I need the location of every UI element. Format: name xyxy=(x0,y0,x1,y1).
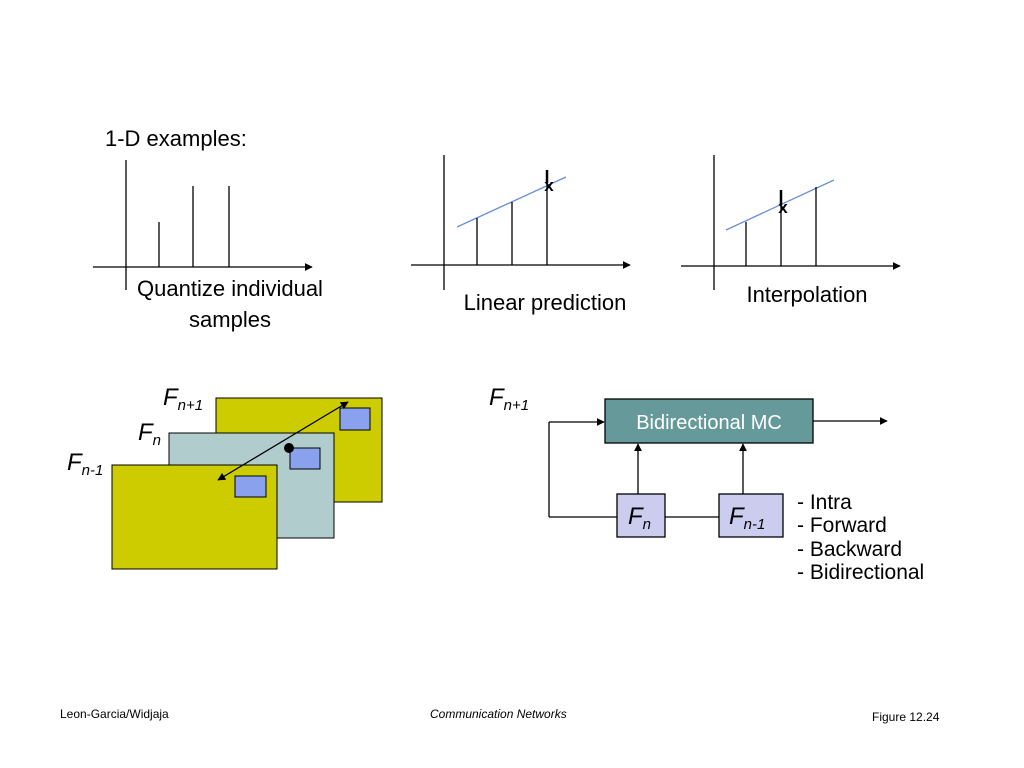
input-frame-label: Fn+1 xyxy=(489,384,529,414)
frame-store-n xyxy=(616,493,666,538)
mc-block-diagram xyxy=(548,398,888,538)
motion-vector xyxy=(217,401,349,481)
footer-figure-number: Figure 12.24 xyxy=(872,710,940,724)
quantize-caption-line1: Quantize individual xyxy=(137,276,323,301)
quantize-plot xyxy=(93,160,313,290)
prediction-marker: x xyxy=(544,176,554,195)
bidirectional-mc-label: Bidirectional MC xyxy=(636,412,782,434)
frame-store-n-label: Fn xyxy=(628,503,651,533)
block-current xyxy=(289,447,321,470)
bidirectional-mc-box xyxy=(604,398,814,444)
section-heading: 1-D examples: xyxy=(105,126,247,151)
frame-current-label: Fn xyxy=(138,419,161,449)
frame-previous-label: Fn-1 xyxy=(67,449,103,479)
frame-store-prev xyxy=(718,493,784,538)
interpolation-marker: x xyxy=(778,198,788,217)
block-previous xyxy=(234,475,267,498)
prediction-modes-list: - Intra - Forward - Backward - Bidirecti… xyxy=(797,491,924,584)
mode-item: - Forward xyxy=(797,514,887,537)
interpolation-plot xyxy=(681,155,901,290)
linear-prediction-caption: Linear prediction xyxy=(464,290,627,315)
frame-store-prev-label: Fn-1 xyxy=(729,503,765,533)
interpolation-caption: Interpolation xyxy=(746,282,867,307)
current-block-point xyxy=(284,443,294,453)
footer-authors: Leon-Garcia/Widjaja xyxy=(60,707,169,721)
frame-stack xyxy=(111,397,383,570)
linear-prediction-plot xyxy=(411,155,631,290)
mode-item: - Bidirectional xyxy=(797,561,924,584)
footer-book-title: Communication Networks xyxy=(430,707,567,721)
block-next xyxy=(339,407,371,431)
frame-next-label: Fn+1 xyxy=(163,384,203,414)
quantize-caption-line2: samples xyxy=(189,307,271,332)
mode-item: - Backward xyxy=(797,538,902,561)
mode-item: - Intra xyxy=(797,491,852,514)
